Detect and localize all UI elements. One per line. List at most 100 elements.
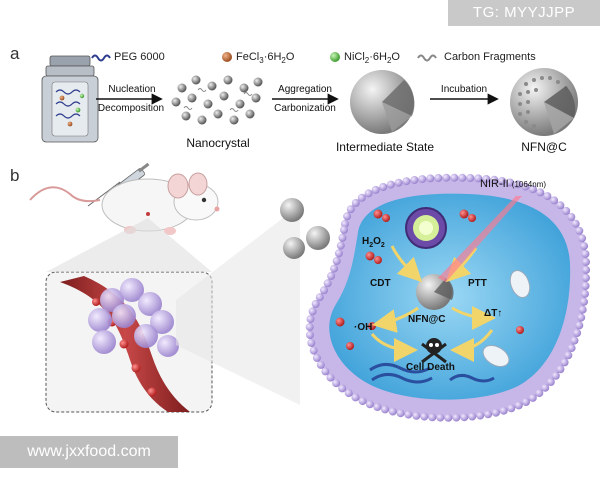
- lipid-bead: [321, 367, 330, 376]
- nir-laser-beam: [438, 196, 522, 282]
- lipid-bead: [458, 173, 467, 182]
- mouse-illustration: [29, 172, 220, 235]
- label-oh-radical: ·OH: [354, 322, 373, 333]
- lipid-bead: [434, 174, 443, 182]
- lipid-bead: [330, 264, 339, 273]
- lipid-bead: [577, 313, 586, 322]
- lipid-bead: [332, 379, 341, 388]
- lipid-bead: [474, 174, 483, 183]
- lipid-bead: [334, 249, 343, 258]
- label-decomposition: Decomposition: [97, 103, 165, 114]
- lipid-bead: [320, 286, 328, 295]
- tumor-cell-cluster: [88, 278, 179, 357]
- lipid-bead: [452, 413, 461, 422]
- zoom-projection-right: [176, 205, 300, 405]
- lipid-bead: [573, 329, 582, 337]
- lipid-bead: [543, 192, 552, 201]
- lipid-bead: [575, 226, 584, 235]
- lipid-bead: [410, 176, 419, 184]
- lipid-bead: [578, 305, 587, 314]
- lipid-bead: [562, 206, 571, 215]
- label-delta-t: ΔT↑: [484, 308, 503, 319]
- lipid-bead: [346, 205, 355, 214]
- label-ptt: PTT: [468, 278, 487, 289]
- stage-nanocrystal: Nanocrystal: [186, 136, 250, 150]
- lipid-bead: [581, 250, 590, 258]
- lipid-bead: [582, 257, 590, 266]
- mitochondria-organelle: [482, 269, 531, 367]
- lipid-bead: [570, 336, 579, 345]
- lipid-bead: [365, 400, 374, 409]
- lipid-bead: [426, 174, 435, 183]
- lipid-bead: [468, 412, 477, 421]
- lipid-bead: [536, 188, 545, 197]
- lipid-bead: [312, 353, 321, 362]
- lipid-bead: [306, 315, 315, 324]
- membrane-lipid-beads: [305, 173, 591, 422]
- lipid-bead: [394, 178, 403, 187]
- lipid-bead: [578, 234, 587, 243]
- lipid-bead: [381, 405, 389, 414]
- legend-nicl2: NiCl2·6H2O: [344, 51, 400, 66]
- h2o2-molecules: [335, 209, 524, 350]
- lipid-bead: [404, 410, 413, 419]
- label-nucleation: Nucleation: [108, 84, 156, 95]
- lipid-bead: [420, 412, 429, 421]
- lipid-bead: [351, 393, 360, 402]
- lipid-bead: [581, 281, 590, 290]
- label-carbonization: Carbonization: [274, 103, 336, 114]
- lipid-bead: [521, 182, 530, 191]
- nfn-c-particle-center: [416, 274, 454, 310]
- lipid-bead: [581, 289, 589, 298]
- lipid-bead: [442, 173, 451, 182]
- legend-carbon-fragments: Carbon Fragments: [444, 51, 536, 63]
- lipid-bead: [564, 351, 573, 360]
- legend-peg: PEG 6000: [114, 51, 165, 63]
- lipid-bead: [338, 233, 347, 242]
- lipid-bead: [551, 371, 560, 380]
- lipid-bead: [351, 199, 360, 207]
- nucleus-organelle: [405, 207, 447, 249]
- lipid-bead: [436, 413, 445, 422]
- lipid-bead: [341, 220, 349, 228]
- label-aggregation: Aggregation: [278, 84, 332, 95]
- lipid-bead: [412, 411, 421, 420]
- carbon-fragment-icon: [417, 54, 437, 62]
- lipid-bead: [379, 183, 388, 191]
- stage-intermediate: Intermediate State: [335, 140, 435, 154]
- lipid-bead: [326, 373, 335, 382]
- lipid-bead: [371, 185, 380, 194]
- lipid-bead: [343, 212, 352, 221]
- watermark-top: TG: MYYJJPP: [448, 0, 600, 26]
- lipid-bead: [316, 360, 325, 369]
- lipid-bead: [315, 293, 324, 302]
- lipid-bead: [476, 411, 485, 420]
- lipid-bead: [402, 177, 411, 186]
- lipid-bead: [514, 401, 523, 410]
- lipid-bead: [327, 272, 336, 280]
- lipid-bead: [506, 178, 514, 187]
- lipid-bead: [338, 384, 347, 393]
- lipid-bead: [580, 242, 589, 251]
- zoom-projection-left: [46, 218, 212, 272]
- lipid-bead: [528, 393, 537, 402]
- label-cdt: CDT: [370, 278, 391, 289]
- label-cell-death: Cell Death: [406, 362, 455, 373]
- nanocrystal-cluster: [171, 75, 263, 125]
- legend-fecl3: FeCl3·6H2O: [236, 51, 295, 66]
- lipid-bead: [428, 413, 437, 422]
- iron-ion-icon: [222, 52, 232, 62]
- panel-b-label: b: [10, 166, 20, 185]
- lipid-bead: [582, 265, 591, 274]
- lipid-bead: [340, 225, 348, 234]
- endoplasmic-reticulum: [369, 363, 495, 384]
- lipid-bead: [567, 344, 576, 353]
- skull-crossbones-icon: [421, 338, 447, 364]
- lipid-bead: [357, 193, 366, 202]
- lipid-bead: [571, 219, 580, 228]
- lipid-bead: [460, 413, 469, 422]
- lipid-bead: [364, 189, 373, 198]
- lipid-bead: [499, 406, 508, 415]
- lipid-bead: [484, 410, 493, 419]
